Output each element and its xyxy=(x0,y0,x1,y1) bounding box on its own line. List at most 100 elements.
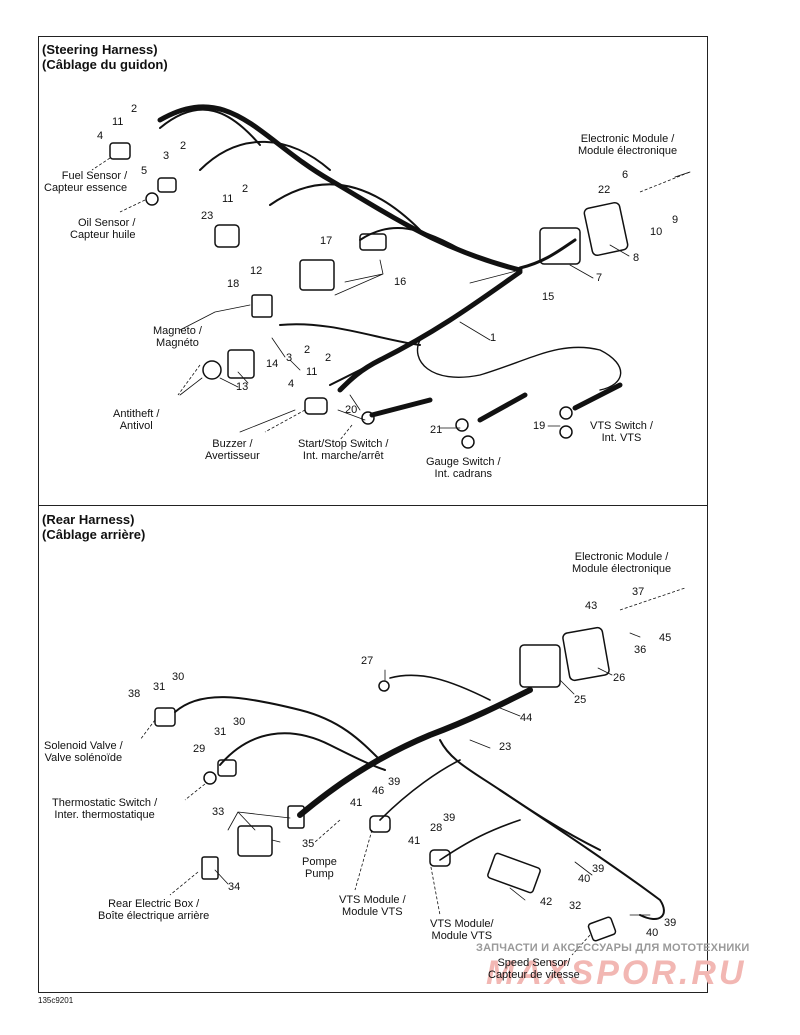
section-divider xyxy=(38,505,707,506)
oil-sensor-connector xyxy=(157,177,177,193)
part-number: 11 xyxy=(306,366,318,378)
rear-wire-38 xyxy=(174,696,381,761)
steering-main-harness-lower xyxy=(337,269,523,393)
diagram-frame xyxy=(38,36,708,993)
rear-box-terminal xyxy=(201,856,219,880)
label-solenoid-valve: Solenoid Valve / Valve solénoïde xyxy=(44,740,123,764)
part-number: 14 xyxy=(266,358,279,370)
thermostatic-switch xyxy=(203,771,217,785)
part-number: 2 xyxy=(242,183,249,195)
label-rear-electric-box: Rear Electric Box / Boîte électrique arr… xyxy=(98,898,210,922)
part-number: 39 xyxy=(664,917,677,929)
fuel-sensor-connector xyxy=(109,142,131,160)
wire-fuel xyxy=(159,108,261,146)
part-number: 23 xyxy=(499,741,512,753)
rear-wire-41 xyxy=(379,759,461,821)
wire-magneto xyxy=(279,323,421,346)
part-number: 39 xyxy=(443,812,456,824)
rear-wire-41b xyxy=(439,819,521,861)
thermostatic-connector xyxy=(217,759,237,777)
oil-sensor xyxy=(145,192,159,206)
part-number: 43 xyxy=(585,600,598,612)
tube-gauge xyxy=(477,392,528,423)
label-oil-sensor: Oil Sensor / Capteur huile xyxy=(70,217,136,241)
vts-module-connector-b xyxy=(429,849,451,867)
part-number: 27 xyxy=(361,655,374,667)
part-number: 40 xyxy=(646,927,659,939)
label-fuel-sensor: Fuel Sensor / Capteur essence xyxy=(44,170,128,194)
rear-section-title: (Rear Harness) (Câblage arrière) xyxy=(42,512,145,542)
part-number: 36 xyxy=(634,644,647,656)
wire-switches xyxy=(416,339,622,391)
steering-main-harness xyxy=(157,104,523,273)
pump-connector xyxy=(237,825,273,857)
part-number: 13 xyxy=(236,381,249,393)
rear-title-en: (Rear Harness) xyxy=(42,512,135,527)
electronic-module xyxy=(583,201,629,257)
pointer-arrows xyxy=(91,157,691,956)
magneto-connector-18 xyxy=(251,294,273,318)
connector-16 xyxy=(299,259,335,291)
part-number: 17 xyxy=(320,235,333,247)
wire-oil xyxy=(199,140,331,171)
part-number: 23 xyxy=(201,210,214,222)
label-start-stop-switch: Start/Stop Switch / Int. marche/arrêt xyxy=(298,438,389,462)
part-number: 8 xyxy=(633,252,640,264)
watermark-tagline: ЗАПЧАСТИ И АКСЕССУАРЫ ДЛЯ МОТОТЕХНИКИ xyxy=(476,942,750,954)
part-number: 28 xyxy=(430,822,443,834)
label-electronic-module: Electronic Module / Module électronique xyxy=(578,133,678,157)
label-pump: Pompe Pump xyxy=(302,856,337,880)
part-number: 2 xyxy=(131,103,138,115)
part-number: 21 xyxy=(430,424,443,436)
module-connector xyxy=(539,227,581,265)
part-number: 40 xyxy=(578,873,591,885)
part-number: 7 xyxy=(596,272,603,284)
part-number: 31 xyxy=(214,726,227,738)
rear-title-fr: (Câblage arrière) xyxy=(42,527,146,542)
solenoid-connector xyxy=(154,707,176,727)
part-number: 11 xyxy=(112,116,124,128)
part-number: 41 xyxy=(408,835,421,847)
part-number: 2 xyxy=(180,140,187,152)
part-number: 15 xyxy=(542,291,555,303)
part-number: 29 xyxy=(193,743,206,755)
rear-electronic-module xyxy=(562,626,610,682)
rear-main-harness xyxy=(297,687,533,818)
vts-switch-a xyxy=(559,406,573,420)
connector-42 xyxy=(487,852,541,894)
part-number: 41 xyxy=(350,797,363,809)
part-number: 42 xyxy=(540,896,553,908)
part-number: 2 xyxy=(304,344,311,356)
part-number: 25 xyxy=(574,694,587,706)
rear-wire-29 xyxy=(219,732,386,771)
part-number: 20 xyxy=(345,404,358,416)
part-number: 5 xyxy=(141,165,148,177)
antitheft-connector xyxy=(202,360,222,380)
part-number: 3 xyxy=(163,150,170,162)
part-number: 37 xyxy=(632,586,645,598)
part-number: 9 xyxy=(672,214,679,226)
antitheft-housing xyxy=(227,349,255,379)
connector-27 xyxy=(378,680,390,692)
connector-35 xyxy=(287,805,305,829)
rear-leaders xyxy=(214,632,651,916)
part-number: 30 xyxy=(233,716,246,728)
label-speed-sensor: Speed Sensor/ Capteur de vitesse xyxy=(488,957,580,981)
label-magneto: Magneto / Magnéto xyxy=(153,325,202,349)
part-number: 46 xyxy=(372,785,385,797)
label-antitheft: Antitheft / Antivol xyxy=(113,408,160,432)
part-number: 4 xyxy=(288,378,295,390)
gauge-switch-b xyxy=(461,435,475,449)
part-number: 18 xyxy=(227,278,240,290)
part-number: 34 xyxy=(228,881,241,893)
steering-title-en: (Steering Harness) xyxy=(42,42,158,57)
steering-leaders xyxy=(179,171,691,433)
vts-module-connector-a xyxy=(369,815,391,833)
buzzer-connector xyxy=(304,397,328,415)
part-number: 38 xyxy=(128,688,141,700)
part-number: 16 xyxy=(394,276,407,288)
part-number: 39 xyxy=(388,776,401,788)
part-number: 10 xyxy=(650,226,663,238)
vts-switch-b xyxy=(559,425,573,439)
part-number: 31 xyxy=(153,681,166,693)
